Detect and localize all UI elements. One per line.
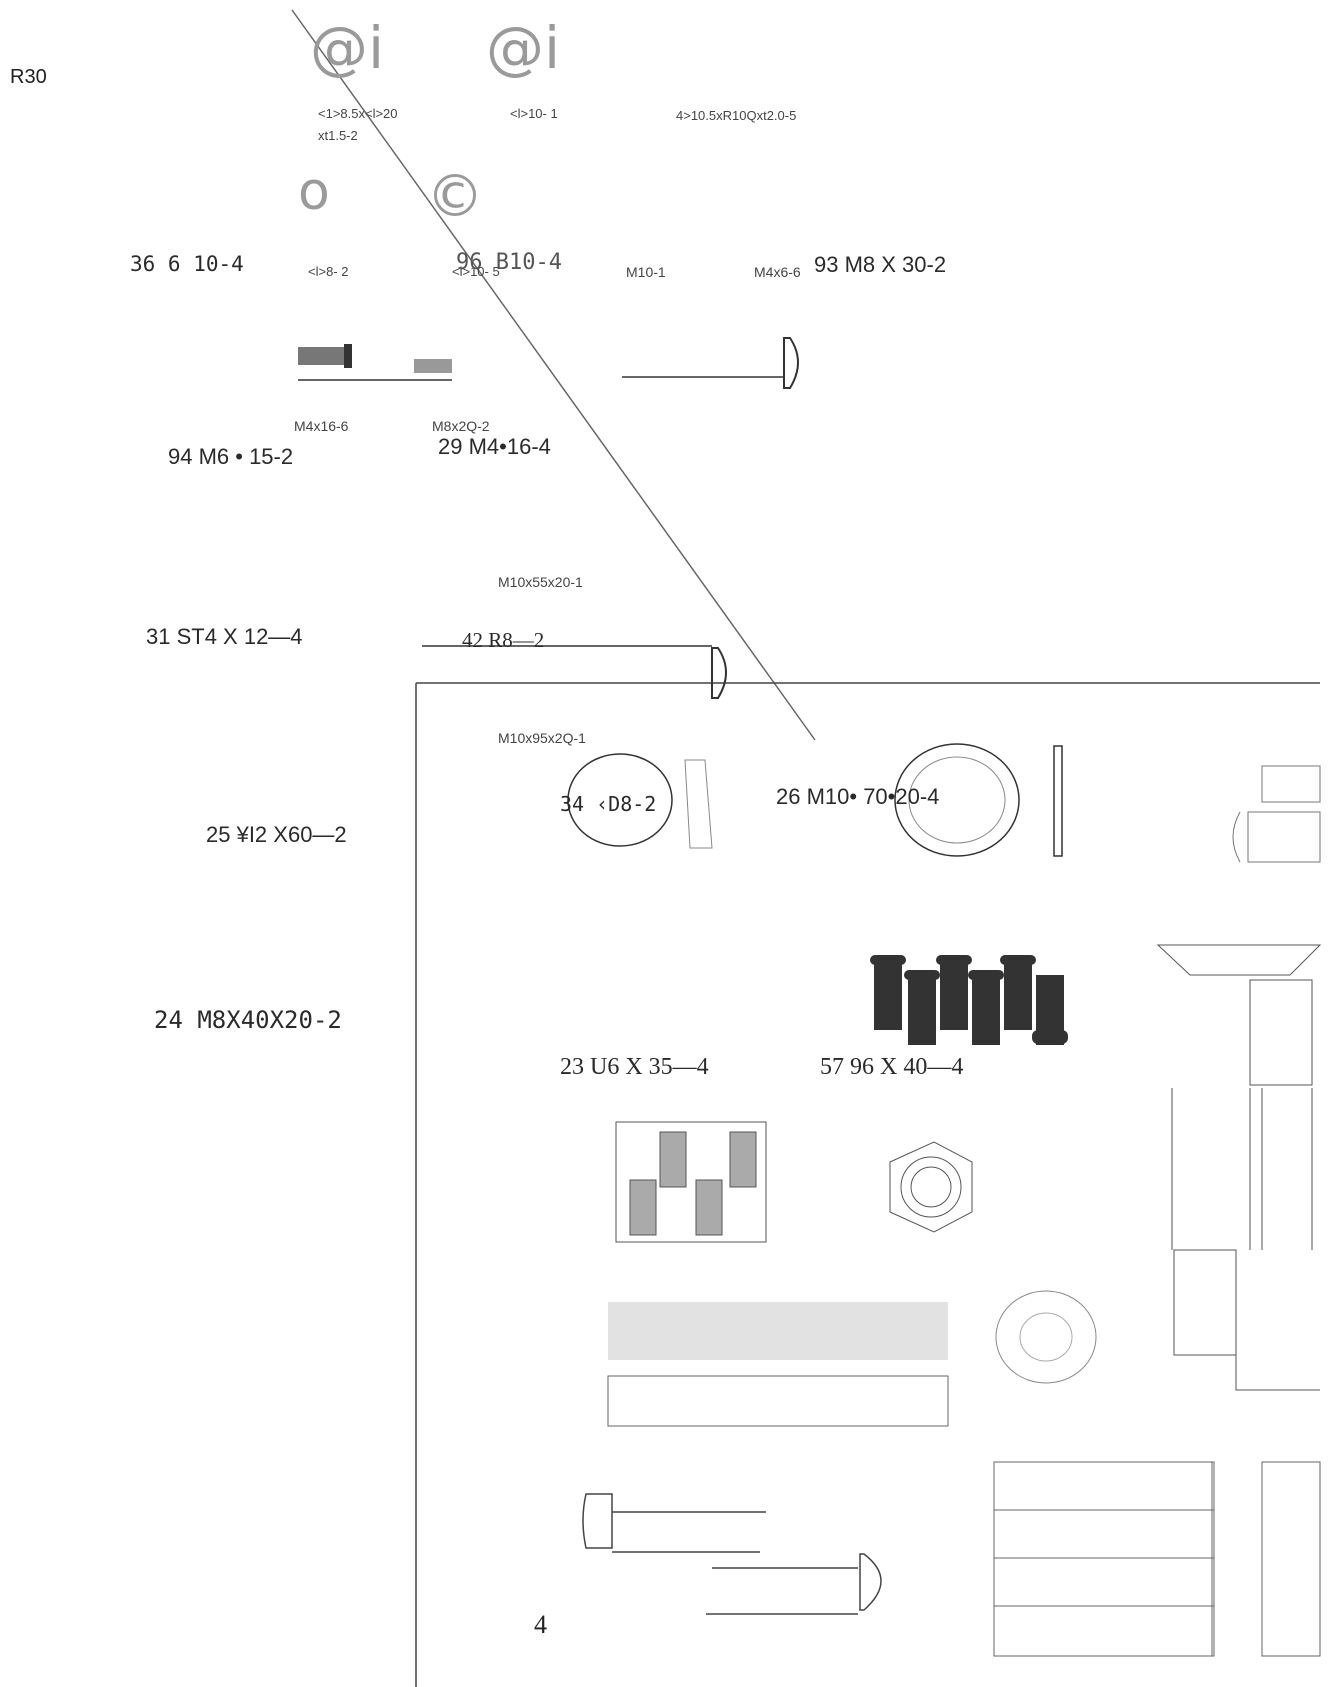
symbol-copyright: © [426,162,484,230]
part-label-34: 34 ‹D8-2 [560,792,657,816]
flat-washer-icon [995,1290,1097,1384]
bolt-m4x16-icon [298,344,452,381]
washer-m10-icon [894,743,1020,857]
part-label-94: 94 M6 • 15-2 [168,444,294,469]
small-label-10: M8x2Q-2 [432,418,490,434]
washer-d8-icon [567,753,673,847]
long-bolt-right-icon [1156,944,1322,1391]
symbol-at-2: @i [486,14,561,82]
small-label-2: xt1.5-2 [318,128,358,143]
part-label-24: 24 M8X40X20-2 [154,1006,342,1034]
part-label-96b: 96 B10-4 [456,250,562,275]
small-label-11: M10x55x20-1 [498,574,583,590]
part-label-93: 93 M8 X 30-2 [814,252,947,277]
small-label-9: M4x16-6 [294,418,349,434]
corner-label: R30 [10,66,47,88]
screw-cluster-icon [870,955,1068,1045]
diagonal-line [291,9,816,741]
bolt-m10-top-right-icon [1232,765,1321,863]
page-number: 4 [534,1610,547,1639]
small-label-8: M4x6-6 [754,264,801,280]
hex-nut-icon [889,1141,973,1233]
small-label-3: <l>10- 1 [510,106,558,121]
small-label-6: <l>10- 5 [452,264,500,279]
threaded-rod-icon [607,1375,949,1427]
pin-pair-icon [582,1493,882,1615]
symbol-o: o [298,162,330,222]
u-bolt-icon [615,1121,767,1243]
part-label-42: 42 R8—2 [462,628,545,652]
part-label-23: 23 U6 X 35—4 [560,1054,709,1080]
part-label-57: 57 96 X 40—4 [820,1054,964,1080]
small-label-4: 4>10.5xR10Qxt2.0-5 [676,108,797,123]
small-label-7: M10-1 [626,264,666,280]
part-label-25: 25 ¥I2 X60—2 [206,822,347,847]
small-label-1: <1>8.5x<l>20 [318,106,398,121]
pin-m10x55-icon [422,645,727,699]
bar-m8x20-icon [414,359,452,373]
part-label-31: 31 ST4 X 12—4 [146,624,303,649]
part-label-36: 36 6 10-4 [130,252,244,276]
washer-d8-side-icon [684,759,713,849]
small-label-12: M10x95x2Q-1 [498,730,586,746]
small-label-5: <l>8- 2 [308,264,349,279]
part-label-29: 29 M4•16-4 [438,434,551,459]
rod-icon [608,1302,948,1360]
bolt-bundle-icon [993,1461,1321,1657]
washer-m10-side-icon [1053,745,1063,857]
symbol-at-1: @i [310,14,385,82]
part-label-26: 26 M10• 70•20-4 [776,784,940,809]
pin-m10-icon [622,337,799,389]
